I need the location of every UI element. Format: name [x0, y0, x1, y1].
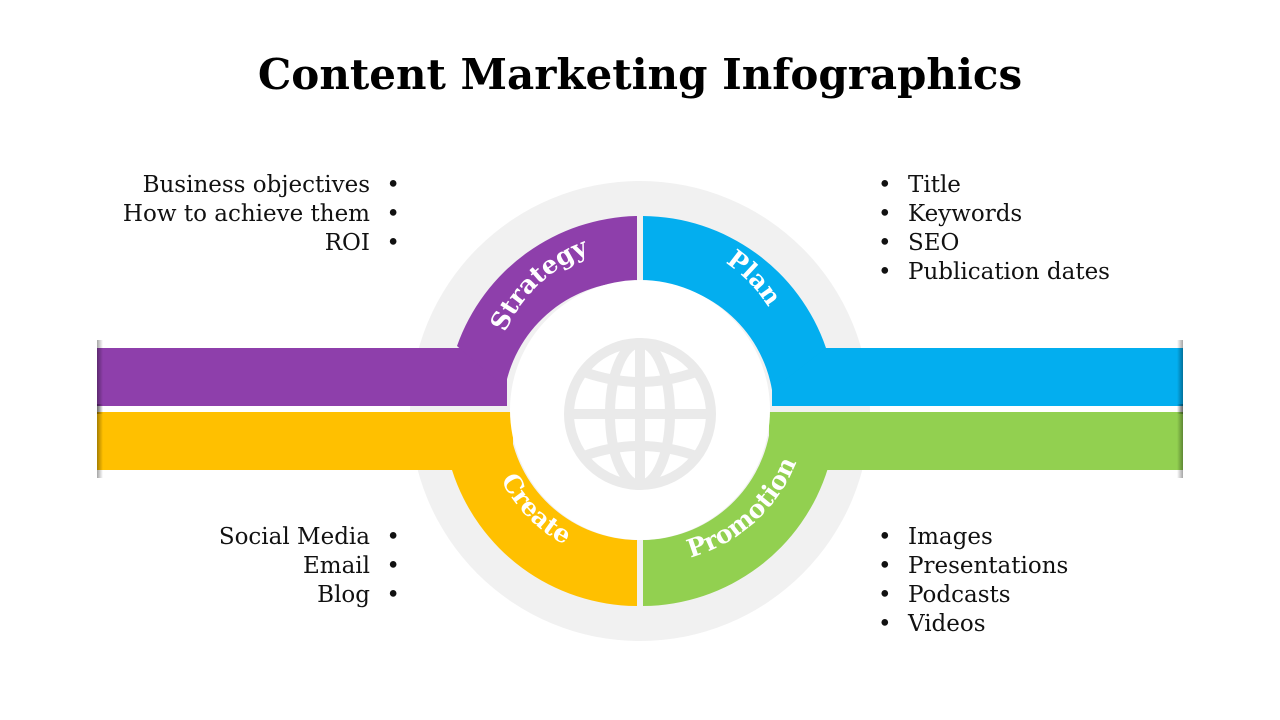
list-item: Title — [878, 171, 1110, 200]
list-item: SEO — [878, 229, 1110, 258]
list-item: Publication dates — [878, 258, 1110, 287]
list-item: ROI — [123, 229, 400, 258]
promotion-bullet-list: Images Presentations Podcasts Videos — [878, 523, 1068, 639]
segment-strategy — [97, 216, 637, 406]
list-item: Email — [219, 552, 400, 581]
list-item: Podcasts — [878, 581, 1068, 610]
list-item: Presentations — [878, 552, 1068, 581]
list-item: How to achieve them — [123, 200, 400, 229]
list-item: Keywords — [878, 200, 1110, 229]
page-title: Content Marketing Infographics — [257, 50, 1023, 99]
globe-icon — [564, 338, 716, 490]
segment-plan — [643, 216, 1183, 406]
segment-promotion — [643, 412, 1183, 606]
ribbon-fold-left-bottom — [97, 404, 103, 478]
list-item: Social Media — [219, 523, 400, 552]
list-item: Images — [878, 523, 1068, 552]
ribbon-fold-right-top — [1177, 340, 1183, 414]
strategy-bullet-list: Business objectives How to achieve them … — [123, 171, 400, 258]
list-item: Blog — [219, 581, 400, 610]
create-bullet-list: Social Media Email Blog — [219, 523, 400, 610]
list-item: Videos — [878, 610, 1068, 639]
ribbon-fold-right-bottom — [1177, 404, 1183, 478]
plan-bullet-list: Title Keywords SEO Publication dates — [878, 171, 1110, 287]
segment-create — [97, 412, 637, 606]
list-item: Business objectives — [123, 171, 400, 200]
ribbon-fold-left-top — [97, 340, 103, 414]
